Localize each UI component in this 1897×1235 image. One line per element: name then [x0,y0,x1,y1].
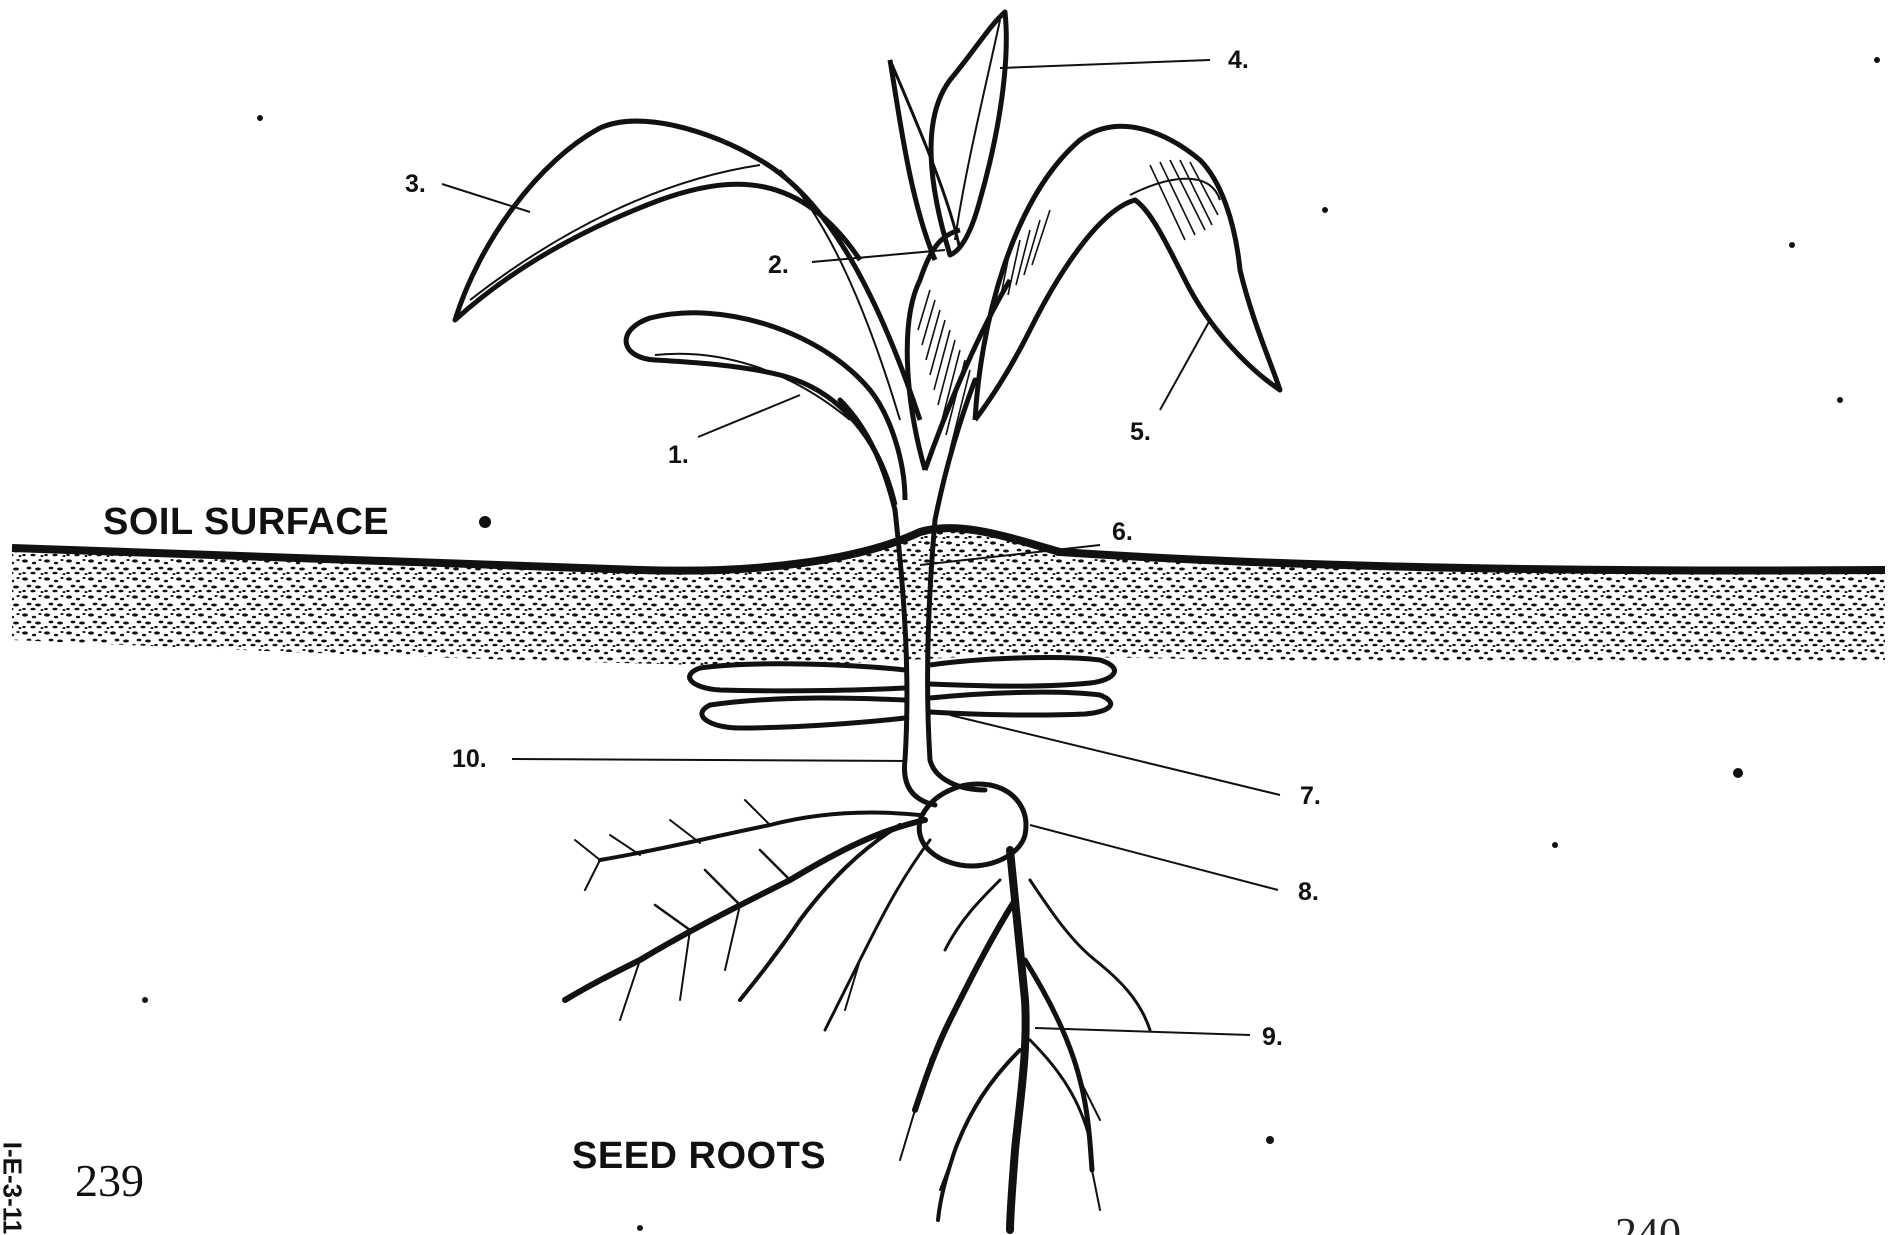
soil-surface-label: SOIL SURFACE [103,503,389,541]
page-number: 239 [75,1158,144,1204]
leaf-2 [890,60,1010,470]
callout-8: 8. [1298,880,1319,905]
primary-root [900,850,1150,1230]
callout-7: 7. [1300,784,1321,809]
callout-2: 2. [768,253,789,278]
callout-6: 6. [1112,520,1133,545]
callout-9: 9. [1262,1025,1283,1050]
callout-5: 5. [1130,420,1151,445]
side-code: I-E-3-11 [0,1142,25,1235]
callout-10: 10. [452,747,487,772]
seed-roots-label: SEED ROOTS [572,1137,826,1175]
leaf-5 [975,126,1280,420]
soil-layer [12,528,1885,666]
callout-1: 1. [668,443,689,468]
callout-3: 3. [405,172,426,197]
callout-leaders [442,60,1280,1035]
leaf-3 [455,121,920,420]
callout-4: 4. [1228,48,1249,73]
leaf-4 [931,12,1006,255]
seed-roots-left [565,800,930,1030]
cut-off-page-number: 240 [1615,1212,1681,1235]
coleoptile-sheaths [690,658,1115,728]
